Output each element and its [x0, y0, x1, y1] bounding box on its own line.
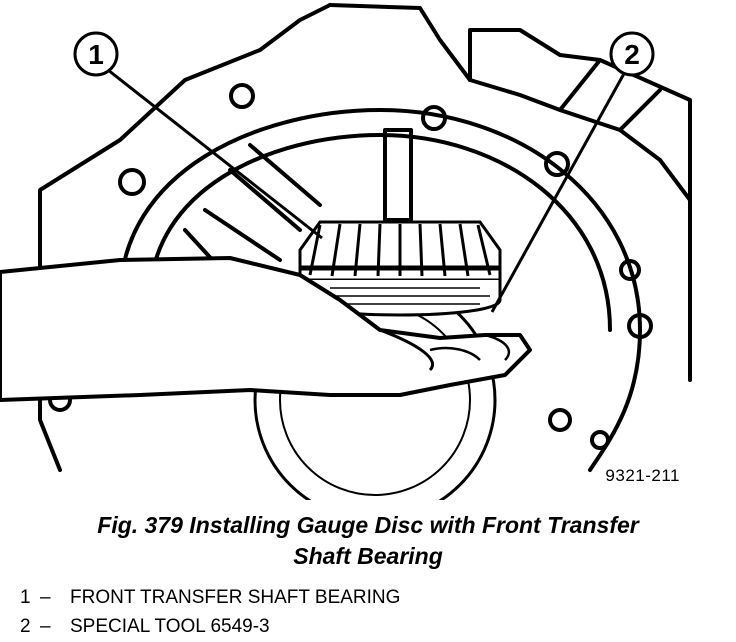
legend-text: SPECIAL TOOL 6549-3	[70, 616, 270, 637]
legend-item: 1–FRONT TRANSFER SHAFT BEARING	[20, 583, 400, 612]
legend-number: 1	[20, 587, 31, 608]
caption-line-2: Shaft Bearing	[293, 543, 443, 569]
callout-2: 2	[609, 31, 655, 77]
legend: 1–FRONT TRANSFER SHAFT BEARING 2–SPECIAL…	[20, 583, 400, 641]
transmission-case-drawing: 1 2	[0, 3, 692, 522]
legend-dash: –	[40, 587, 51, 608]
callout-1: 1	[73, 31, 119, 77]
legend-item: 2–SPECIAL TOOL 6549-3	[20, 612, 400, 641]
svg-text:2: 2	[624, 39, 640, 70]
legend-number: 2	[20, 616, 31, 637]
caption-line-1: Fig. 379 Installing Gauge Disc with Fron…	[97, 512, 639, 538]
illustration: 1 2	[0, 3, 692, 522]
legend-dash: –	[40, 616, 51, 637]
legend-text: FRONT TRANSFER SHAFT BEARING	[70, 587, 401, 608]
figure-reference-code: 9321-211	[605, 466, 680, 485]
svg-text:1: 1	[88, 39, 104, 70]
figure-caption: Fig. 379 Installing Gauge Disc with Fron…	[0, 510, 736, 572]
